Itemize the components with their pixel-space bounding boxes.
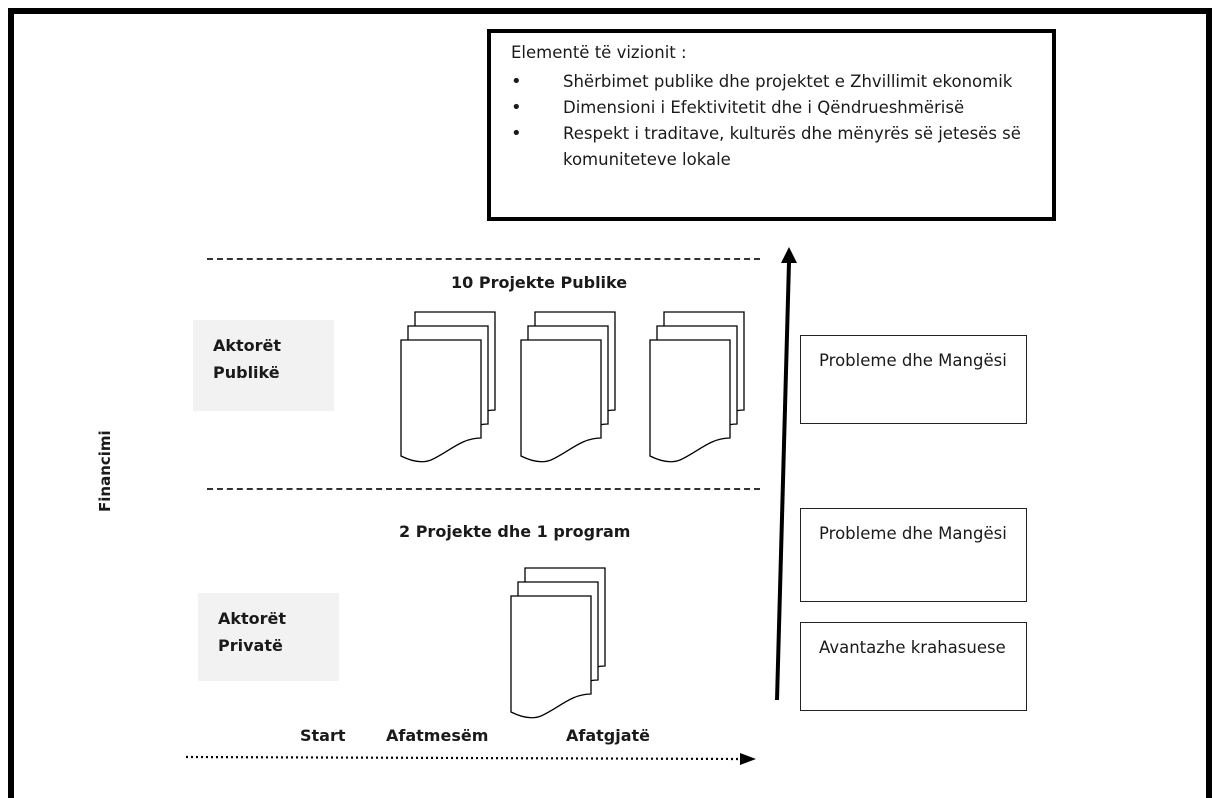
timeline-medium-label: Afatmesëm [386,726,489,745]
timeline-dotted-arrow [185,753,756,765]
private-actors-box: Aktorët Privatë [198,593,339,681]
public-top-divider [207,258,760,260]
advantages-box: Avantazhe krahasuese [800,622,1027,711]
public-projects-title: 10 Projekte Publike [451,273,628,292]
public-actors-label: Aktorët Publikë [213,336,282,382]
public-problems-box: Probleme dhe Mangësi [800,335,1027,424]
public-project-doc-stack-2 [520,311,616,463]
private-projects-title: 2 Projekte dhe 1 program [399,522,631,541]
private-actors-label: Aktorët Privatë [218,609,287,655]
vision-list: Shërbimet publike dhe projektet e Zhvill… [511,69,1033,173]
vision-item: Respekt i traditave, kulturës dhe mënyrë… [511,121,1033,173]
vertical-growth-arrow [775,247,797,701]
vision-item: Shërbimet publike dhe projektet e Zhvill… [511,69,1033,95]
public-actors-box: Aktorët Publikë [193,320,334,411]
vision-title: Elementë të vizionit : [511,43,687,62]
vision-elements-box: Elementë të vizionit : Shërbimet publike… [487,29,1056,221]
private-problems-label: Probleme dhe Mangësi [819,524,1007,543]
timeline-long-label: Afatgjatë [566,726,651,745]
public-project-doc-stack-1 [400,311,496,463]
private-problems-box: Probleme dhe Mangësi [800,508,1027,602]
public-project-doc-stack-3 [649,311,745,463]
public-problems-label: Probleme dhe Mangësi [819,351,1007,370]
advantages-label: Avantazhe krahasuese [819,638,1006,657]
timeline-start-label: Start [300,726,346,745]
section-divider [207,488,760,490]
diagram-frame [8,8,1212,798]
private-project-doc-stack [510,567,606,719]
vision-item: Dimensioni i Efektivitetit dhe i Qëndrue… [511,95,1033,121]
